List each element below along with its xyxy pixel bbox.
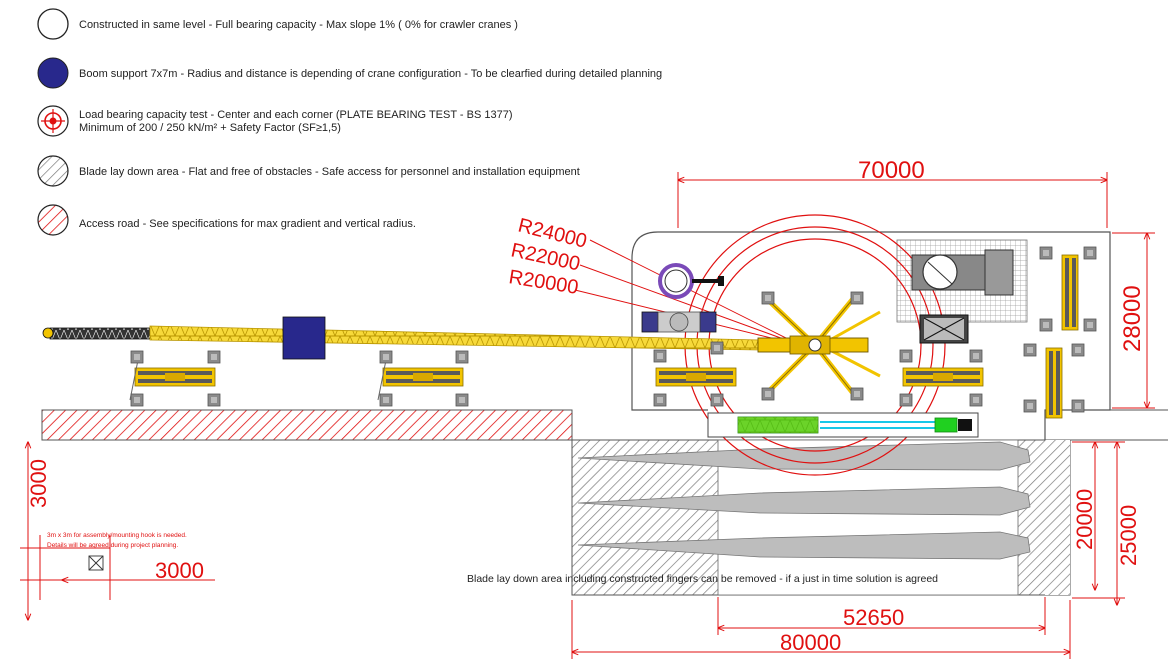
legend-item-boom-support: Boom support 7x7m - Radius and distance … [37, 57, 662, 89]
vertical-crawler-1 [1039, 246, 1097, 332]
access-road [41, 409, 573, 441]
blade-removable-note: Blade lay down area including constructe… [467, 573, 938, 585]
component-crate [919, 314, 969, 344]
dimension-label-20000: 20000 [1072, 489, 1097, 550]
boom-support-block [282, 316, 326, 360]
legend-item-load-test: Load bearing capacity test - Center and … [37, 105, 513, 137]
main-crane [757, 291, 881, 401]
legend-label: Constructed in same level - Full bearing… [79, 19, 518, 31]
counterweight-trolley [641, 311, 717, 333]
assist-crane-2 [377, 350, 469, 407]
vertical-crawler-2 [1023, 343, 1085, 419]
dimension-label-3000-vertical: 3000 [26, 459, 51, 508]
dimension-label-28000: 28000 [1119, 285, 1146, 352]
legend-item-blade-laydown: Blade lay down area - Flat and free of o… [37, 155, 580, 187]
dimension-label-25000: 25000 [1116, 505, 1141, 566]
assist-crane-1 [129, 350, 221, 407]
hook-note-line2: Details will be agreed during project pl… [47, 542, 178, 549]
legend-label: Load bearing capacity test - Center and … [79, 109, 513, 121]
dimension-label-80000: 80000 [780, 630, 841, 655]
dimension-3000-vertical: 3000 [20, 442, 111, 620]
dimension-25000: 25000 [1072, 442, 1141, 605]
legend-label-line2: Minimum of 200 / 250 kN/m² + Safety Fact… [79, 122, 341, 134]
legend-label: Blade lay down area - Flat and free of o… [79, 166, 580, 178]
dimension-label-52650: 52650 [843, 605, 904, 630]
dimension-label-70000: 70000 [858, 157, 925, 184]
blade-3 [577, 531, 1031, 560]
legend-item-hardstand: Constructed in same level - Full bearing… [37, 8, 518, 40]
blade-laydown-area [571, 439, 1071, 596]
legend-label: Boom support 7x7m - Radius and distance … [79, 68, 662, 80]
dimension-70000: 70000 [678, 157, 1107, 228]
target-icon [37, 105, 69, 137]
legend-item-access-road: Access road - See specifications for max… [37, 204, 416, 236]
dimension-label-3000-horizontal: 3000 [155, 558, 204, 583]
counterweight-wheel [658, 263, 724, 299]
hook-note-line1: 3m x 3m for assembly/mounting hook is ne… [47, 532, 187, 539]
grey-hatch-circle-icon [37, 155, 69, 187]
tower-section-transport [707, 412, 979, 438]
dimension-20000: 20000 [1072, 442, 1097, 590]
dimension-80000: 80000 [572, 600, 1070, 659]
dimension-52650: 52650 [718, 597, 1045, 635]
legend-label: Access road - See specifications for max… [79, 218, 416, 230]
red-hatch-circle-icon [37, 204, 69, 236]
dimension-28000: 28000 [1112, 233, 1155, 408]
blade-2 [577, 486, 1031, 516]
circle-outline-icon [37, 8, 69, 40]
hardstand-crawler-right [899, 349, 984, 407]
dimension-3000-horizontal: 3000 [62, 555, 215, 583]
legend: Constructed in same level - Full bearing… [37, 8, 662, 236]
hardstand-outline [631, 231, 1111, 440]
nacelle [911, 249, 1014, 296]
blade-1 [577, 441, 1031, 471]
blue-circle-icon [37, 57, 69, 89]
